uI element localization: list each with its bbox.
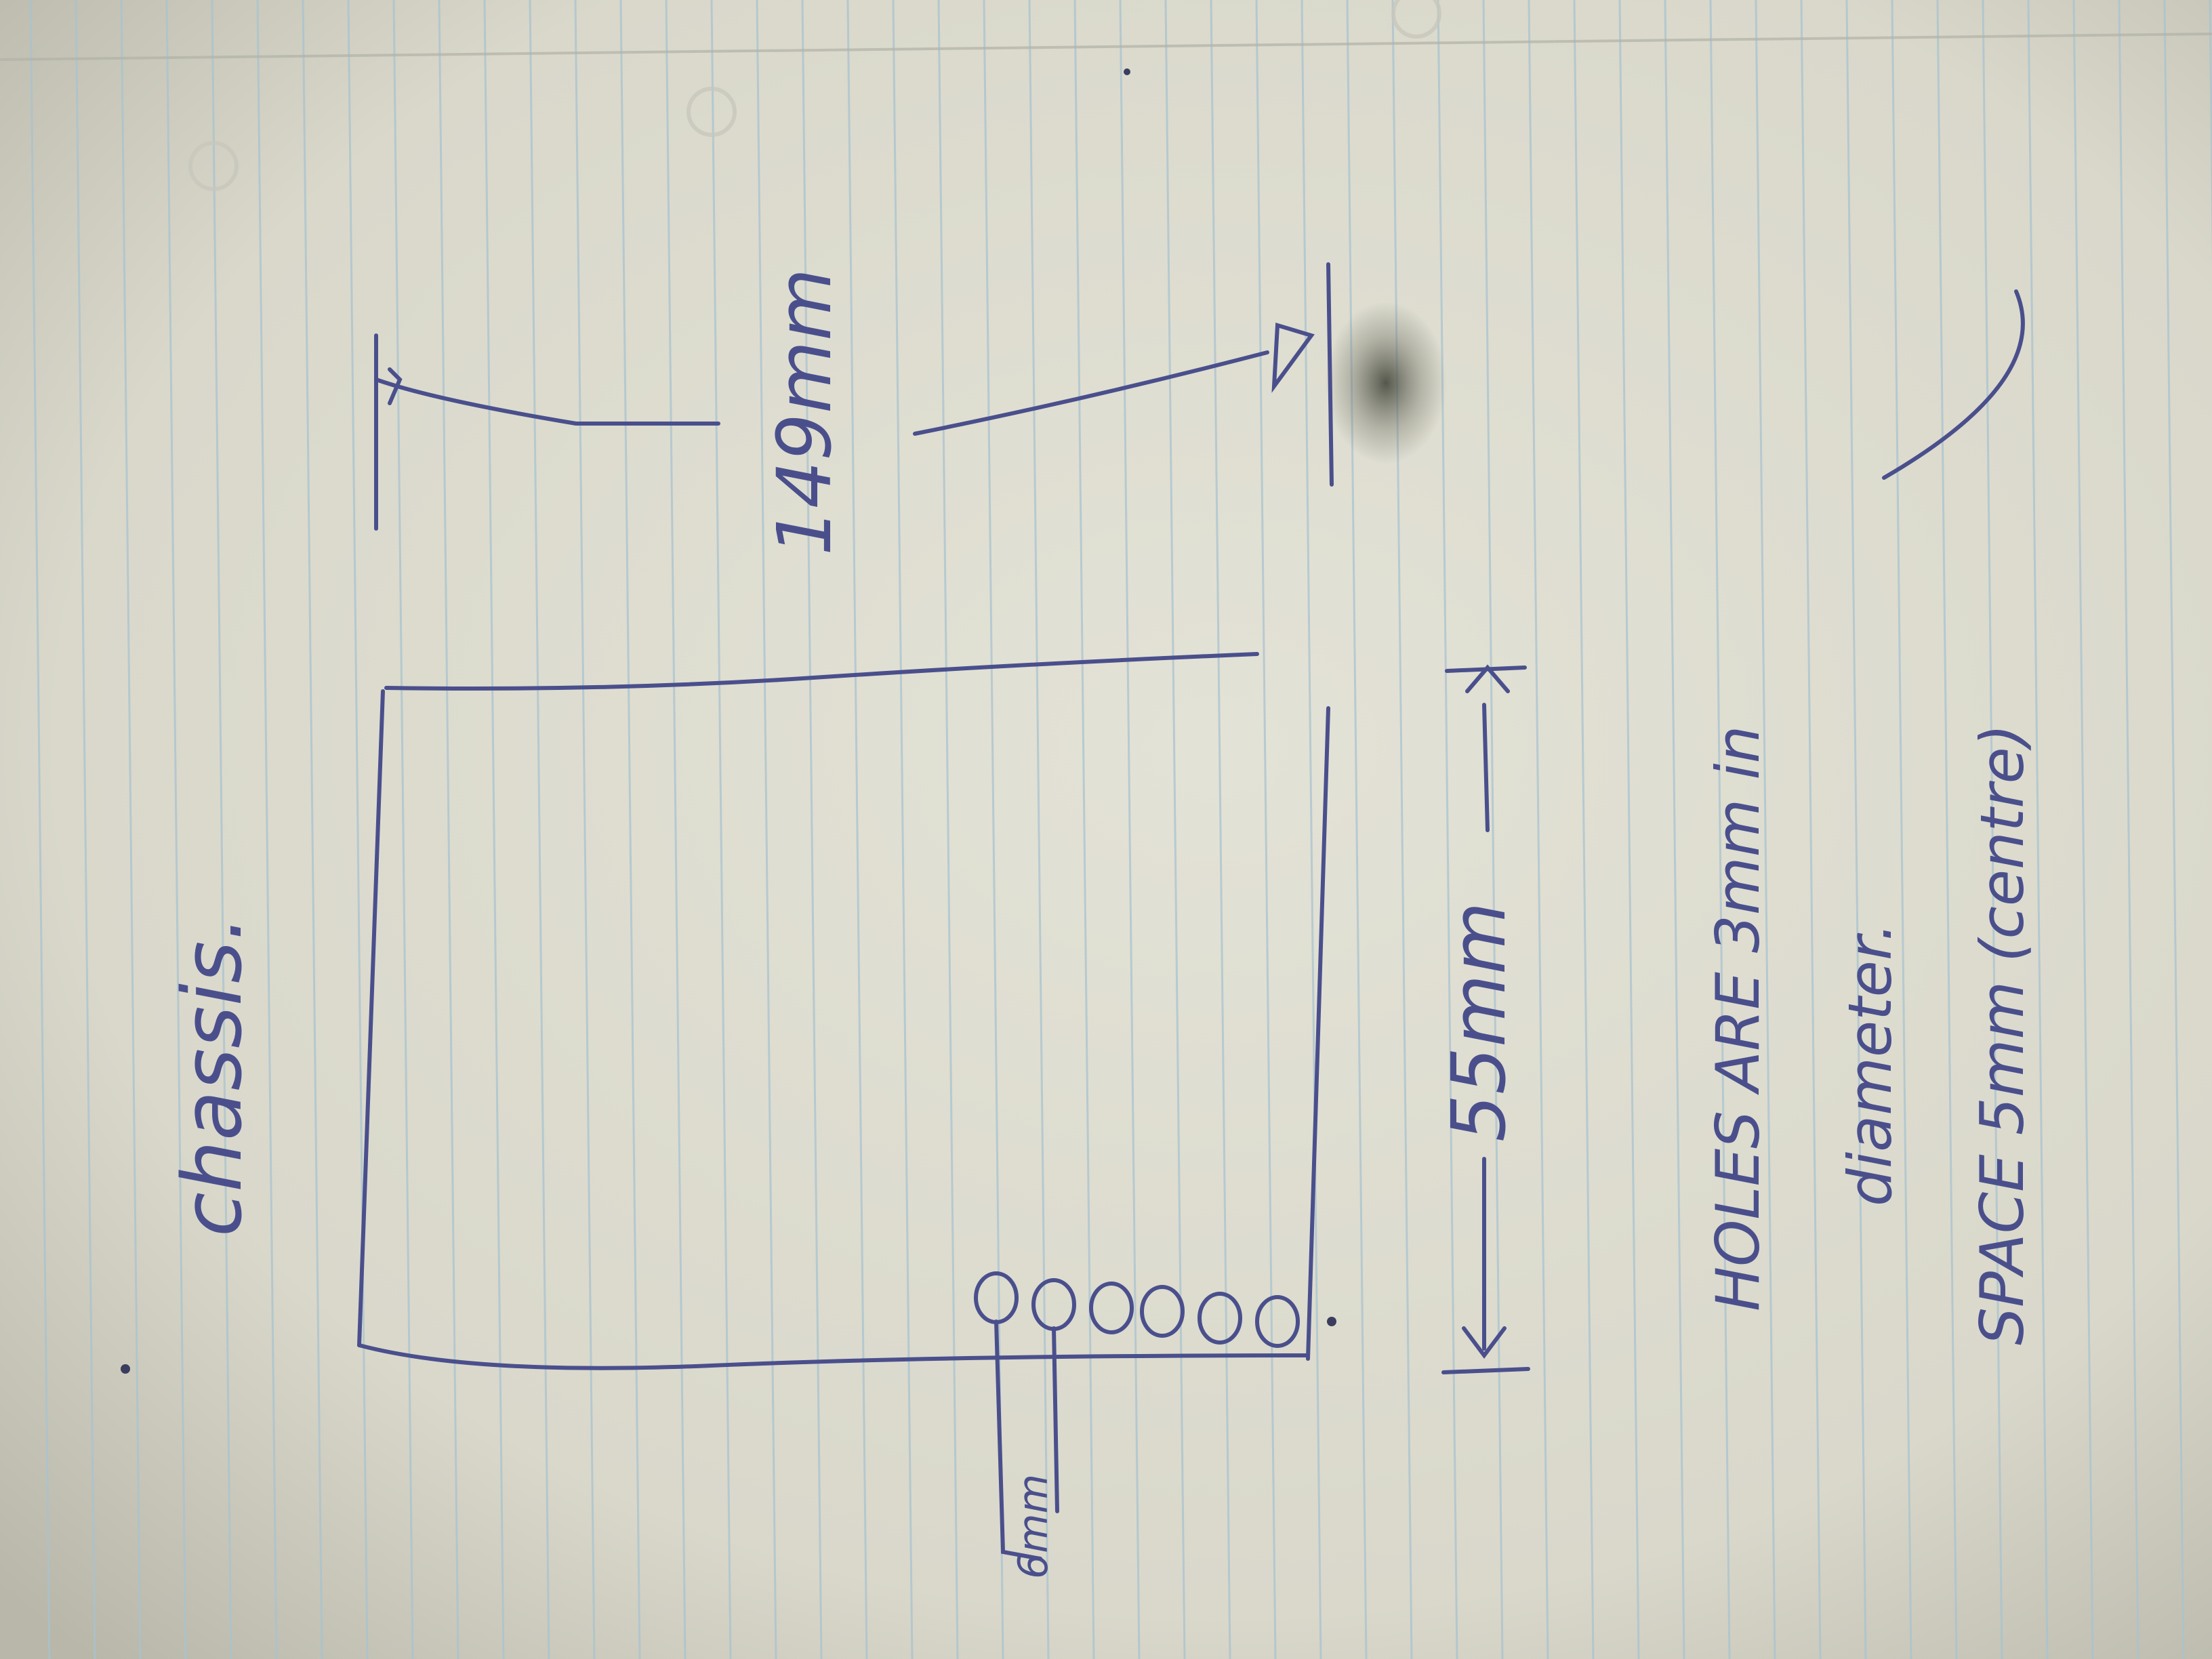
dim-55-bottom-tick (1441, 1367, 1530, 1374)
hole-spacing-leader-b (1052, 1326, 1059, 1513)
ruled-line (1618, 0, 1640, 1659)
dim-149-right-arrow (913, 350, 1269, 436)
ruled-line (710, 0, 732, 1659)
ruled-line (211, 0, 232, 1659)
hole-circle (1255, 1295, 1300, 1348)
ruled-line (165, 0, 187, 1659)
dim-149-left-arrow (374, 377, 720, 426)
ruled-line (1664, 0, 1685, 1659)
ink-dots (121, 68, 1336, 1374)
hole-spacing-label: 6mm (1010, 1474, 1057, 1579)
ruled-line (1300, 0, 1322, 1659)
ruled-line (392, 0, 414, 1659)
ruled-line (1845, 0, 1867, 1659)
note-line-2: diameter. (1835, 922, 1905, 1206)
ruled-line (1709, 0, 1731, 1659)
margin-line (0, 33, 2212, 61)
ruled-line (756, 0, 777, 1659)
binder-holes (188, 0, 1441, 191)
ruled-line (574, 0, 596, 1659)
ruled-line (665, 0, 687, 1659)
dim-55-top-arrowhead (1465, 664, 1510, 693)
ruled-line (483, 0, 505, 1659)
ruled-line (529, 0, 550, 1659)
chassis-right-edge (1306, 706, 1330, 1361)
ruled-line (1573, 0, 1595, 1659)
dim-55-top-line (1482, 703, 1490, 832)
ruled-line (1982, 0, 2003, 1659)
ruled-line (1255, 0, 1277, 1659)
ruled-line (438, 0, 459, 1659)
ruled-line (1891, 0, 1912, 1659)
ruled-line (1800, 0, 1822, 1659)
shadow-smudge (1325, 302, 1447, 464)
ruled-line (1073, 0, 1095, 1659)
ruled-line (120, 0, 142, 1659)
ruled-line (1482, 0, 1504, 1659)
ruled-line (1528, 0, 1549, 1659)
ruled-line (2118, 0, 2139, 1659)
dim-149-right-tick (1326, 262, 1334, 487)
ruled-line (892, 0, 914, 1659)
width-dimension-label: 55mm (1435, 902, 1522, 1142)
note-bracket (1882, 289, 2025, 480)
ruled-line (1119, 0, 1141, 1659)
ruled-lines (29, 0, 2212, 1659)
ruled-line (1936, 0, 1958, 1659)
ruled-line (1755, 0, 1776, 1659)
ruled-line (1210, 0, 1231, 1659)
chassis-left-edge (357, 689, 385, 1347)
note-line-3: SPACE 5mm (centre) (1967, 724, 2037, 1345)
ruled-line (347, 0, 369, 1659)
ruled-line (2072, 0, 2094, 1659)
hole-circle (1140, 1285, 1185, 1338)
chassis-drawing (357, 262, 2025, 1561)
ruled-line (846, 0, 868, 1659)
ruled-line (2163, 0, 2185, 1659)
chassis-bottom-edge (357, 1343, 1310, 1370)
hole-circle (1089, 1282, 1134, 1334)
ruled-line (29, 0, 51, 1659)
ruled-line (619, 0, 641, 1659)
height-dimension-label: 149mm (761, 268, 848, 556)
ruled-line (1391, 0, 1413, 1659)
ruled-line (1028, 0, 1050, 1659)
ruled-line (1437, 0, 1458, 1659)
ruled-line (801, 0, 823, 1659)
chassis-top-break-line (384, 652, 1259, 691)
ruled-line (937, 0, 959, 1659)
ruled-line (2027, 0, 2049, 1659)
hole-circle (1197, 1292, 1242, 1345)
dim-149-right-arrowhead (1271, 323, 1315, 393)
dim-149-left-arrowhead (388, 367, 403, 405)
title-label: chassis. (166, 915, 260, 1237)
ruled-line (1164, 0, 1186, 1659)
ruled-line (1346, 0, 1368, 1659)
ruled-line (75, 0, 96, 1659)
note-line-1: HOLES ARE 3mm in (1703, 726, 1773, 1311)
dim-55-bottom-arrowhead (1462, 1326, 1507, 1359)
hole-spacing-leader-a (994, 1319, 1042, 1561)
ruled-line (256, 0, 278, 1659)
ruled-line (302, 0, 323, 1659)
